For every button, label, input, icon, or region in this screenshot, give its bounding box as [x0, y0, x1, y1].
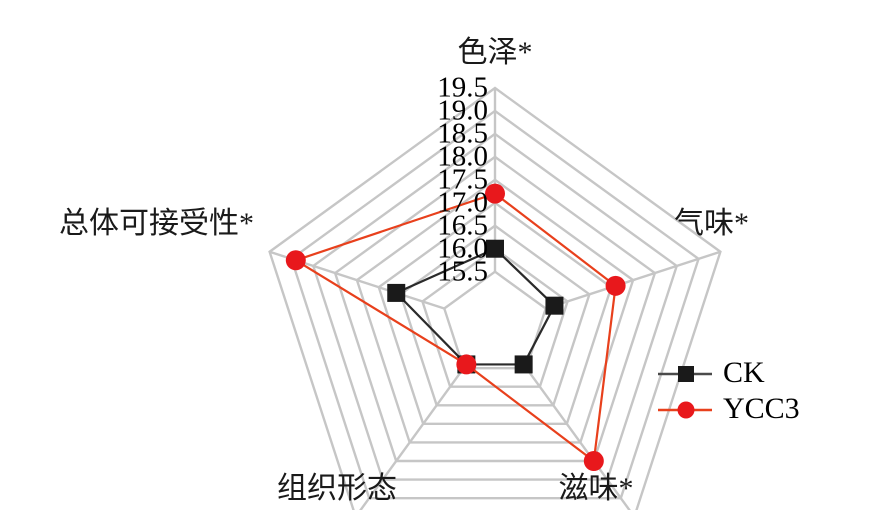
grid-ring	[442, 270, 548, 370]
grid-ring	[268, 86, 722, 510]
radial-tick-label: 16.5	[437, 209, 488, 241]
data-point-ck	[545, 296, 564, 315]
legend-marker-ck-square-icon	[678, 366, 694, 382]
radial-tick-label: 16.0	[437, 232, 488, 264]
data-point-ycc3	[456, 354, 477, 375]
data-point-ck	[514, 355, 533, 374]
radial-tick-label: 19.5	[437, 72, 488, 104]
data-point-ycc3	[605, 275, 626, 296]
legend-marker-ycc3-circle-icon	[677, 401, 695, 419]
grid-ring	[290, 109, 700, 500]
axis-label-overall: 总体可接受性*	[59, 207, 254, 240]
radial-tick-label: 18.5	[437, 118, 488, 150]
data-point-ycc3	[285, 250, 306, 271]
radial-tick-label: 17.5	[437, 163, 488, 195]
legend-label-ck: CK	[723, 356, 765, 389]
axis-spoke	[525, 367, 631, 510]
grid-ring	[333, 155, 657, 463]
radial-tick-label: 15.5	[437, 255, 488, 287]
data-point-ck	[387, 283, 406, 302]
radial-tick-labels: 19.519.018.518.017.517.016.516.015.5	[437, 72, 488, 288]
axis-label-texture: 组织形态	[277, 472, 397, 505]
data-point-ycc3	[485, 183, 505, 204]
radial-tick-label: 17.0	[437, 186, 488, 218]
radial-tick-label: 18.0	[437, 141, 488, 173]
axis-label-color: 色泽*	[458, 36, 533, 69]
radial-tick-label: 19.0	[437, 95, 488, 127]
legend: CK YCC3	[658, 356, 800, 425]
grid-ring	[355, 178, 635, 444]
legend-label-ycc3: YCC3	[723, 392, 800, 425]
axis-spoke	[545, 250, 721, 310]
series-polygon-ycc3	[294, 192, 617, 463]
axis-label-taste: 滋味*	[559, 472, 634, 505]
axis-label-odor: 气味*	[674, 207, 749, 240]
data-point-ycc3	[583, 451, 604, 472]
axis-spoke	[359, 367, 465, 510]
grid-ring	[377, 201, 613, 426]
data-point-ck	[486, 239, 504, 258]
series-polygon-ck	[395, 247, 556, 366]
radar-series	[285, 183, 626, 472]
